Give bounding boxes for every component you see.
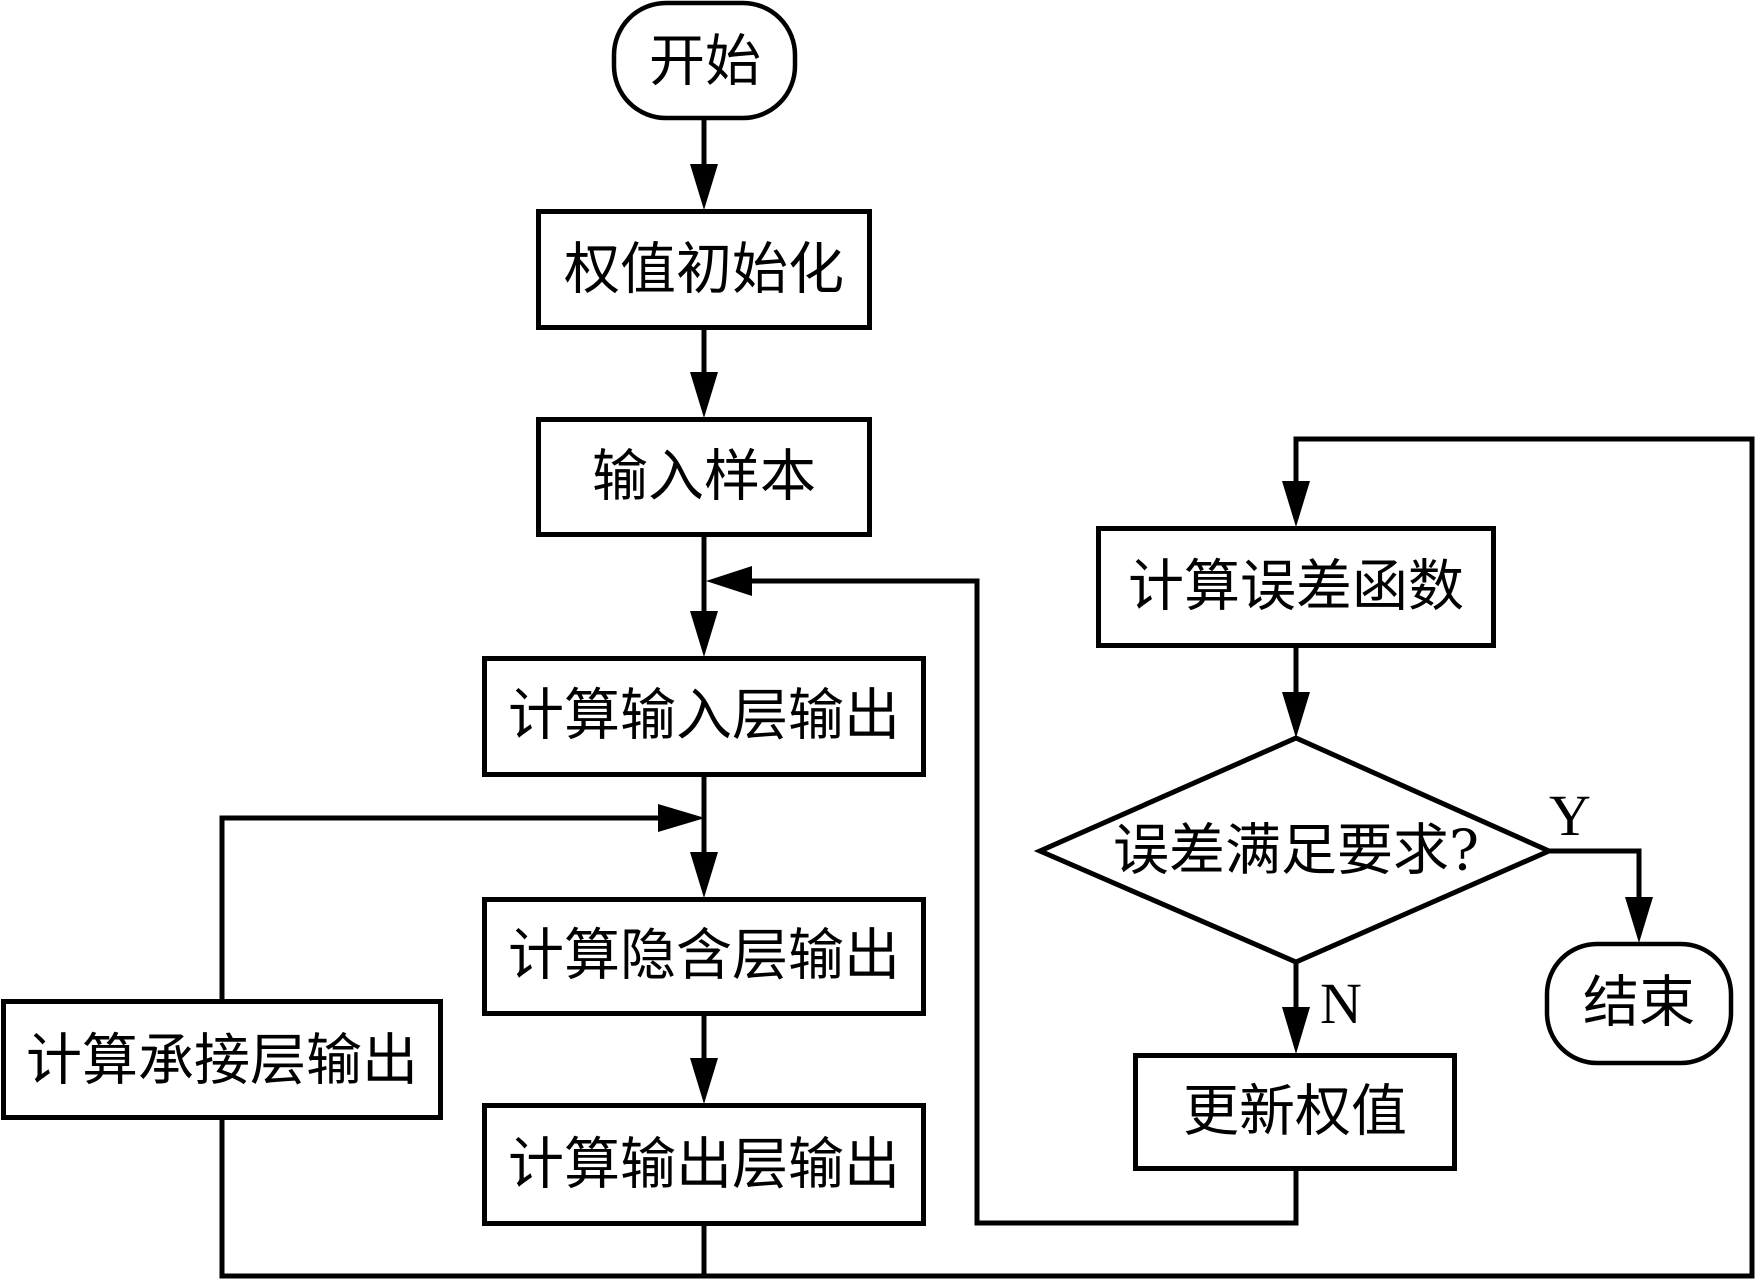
update-weights-label: 更新权值 — [1183, 1080, 1407, 1145]
arrowhead-down-icon — [690, 1058, 718, 1104]
input-samples-box — [536, 417, 872, 537]
hidden-layer-output-label: 计算隐含层输出 — [508, 924, 900, 989]
step-init-weights: 权值初始化 — [536, 209, 872, 330]
arrowhead-down-icon — [690, 372, 718, 418]
output-layer-output-label: 计算输出层输出 — [508, 1133, 900, 1198]
arrowhead-down-icon — [690, 611, 718, 657]
error-function-box — [1096, 526, 1496, 648]
arrow-init-to-input — [690, 327, 718, 418]
step-update-weights: 更新权值 — [1133, 1053, 1457, 1171]
input-samples-label: 输入样本 — [592, 445, 816, 510]
start-label: 开始 — [649, 30, 761, 95]
arrowhead-left-icon — [706, 566, 752, 596]
loop-output-to-error — [219, 436, 1755, 1279]
branch-yes-to-end: Y — [1546, 783, 1653, 943]
arrow-error-to-decision — [1282, 645, 1310, 738]
connector-line — [219, 815, 665, 1004]
step-hidden-layer-output: 计算隐含层输出 — [482, 897, 926, 1016]
arrow-hidden-to-output — [690, 1013, 718, 1104]
start-terminator: 开始 — [611, 0, 798, 121]
input-layer-output-label: 计算输入层输出 — [508, 684, 900, 749]
branch-no-label: N — [1320, 971, 1362, 1036]
context-layer-output-label: 计算承接层输出 — [26, 1029, 418, 1094]
loop-update-to-input-layer — [706, 566, 1299, 1226]
arrowhead-down-icon — [1282, 692, 1310, 738]
arrowhead-down-icon — [1625, 897, 1653, 943]
connector-line — [219, 436, 1755, 1279]
decision-label: 误差满足要求? — [1113, 819, 1479, 884]
arrowhead-right-icon — [658, 804, 705, 832]
end-terminator: 结束 — [1544, 941, 1734, 1066]
arrow-input-layer-to-hidden — [690, 774, 718, 898]
init-weights-label: 权值初始化 — [564, 238, 844, 303]
connector-line — [1546, 848, 1642, 903]
update-weights-box — [1133, 1053, 1457, 1171]
decision-error-satisfied: 误差满足要求? — [1033, 735, 1556, 965]
step-input-layer-output: 计算输入层输出 — [482, 656, 926, 777]
arrowhead-down-icon — [1282, 481, 1310, 527]
arrowhead-down-icon — [1282, 1007, 1310, 1054]
branch-yes-label: Y — [1549, 783, 1591, 848]
init-weights-box — [536, 209, 872, 330]
arrow-input-to-input-layer — [690, 534, 718, 657]
step-input-samples: 输入样本 — [536, 417, 872, 537]
step-output-layer-output: 计算输出层输出 — [482, 1103, 926, 1226]
arrowhead-down-icon — [690, 164, 718, 210]
connector-line — [745, 578, 1299, 1226]
input-layer-output-box — [482, 656, 926, 777]
loop-context-to-hidden — [219, 804, 705, 1004]
end-shape — [1544, 941, 1734, 1066]
step-error-function: 计算误差函数 — [1096, 526, 1496, 648]
end-label: 结束 — [1583, 971, 1695, 1036]
arrow-start-to-init — [690, 117, 718, 210]
error-function-label: 计算误差函数 — [1128, 555, 1464, 620]
arrowhead-down-icon — [690, 852, 718, 898]
step-context-layer-output: 计算承接层输出 — [1, 999, 443, 1120]
branch-no-to-update: N — [1282, 959, 1362, 1054]
